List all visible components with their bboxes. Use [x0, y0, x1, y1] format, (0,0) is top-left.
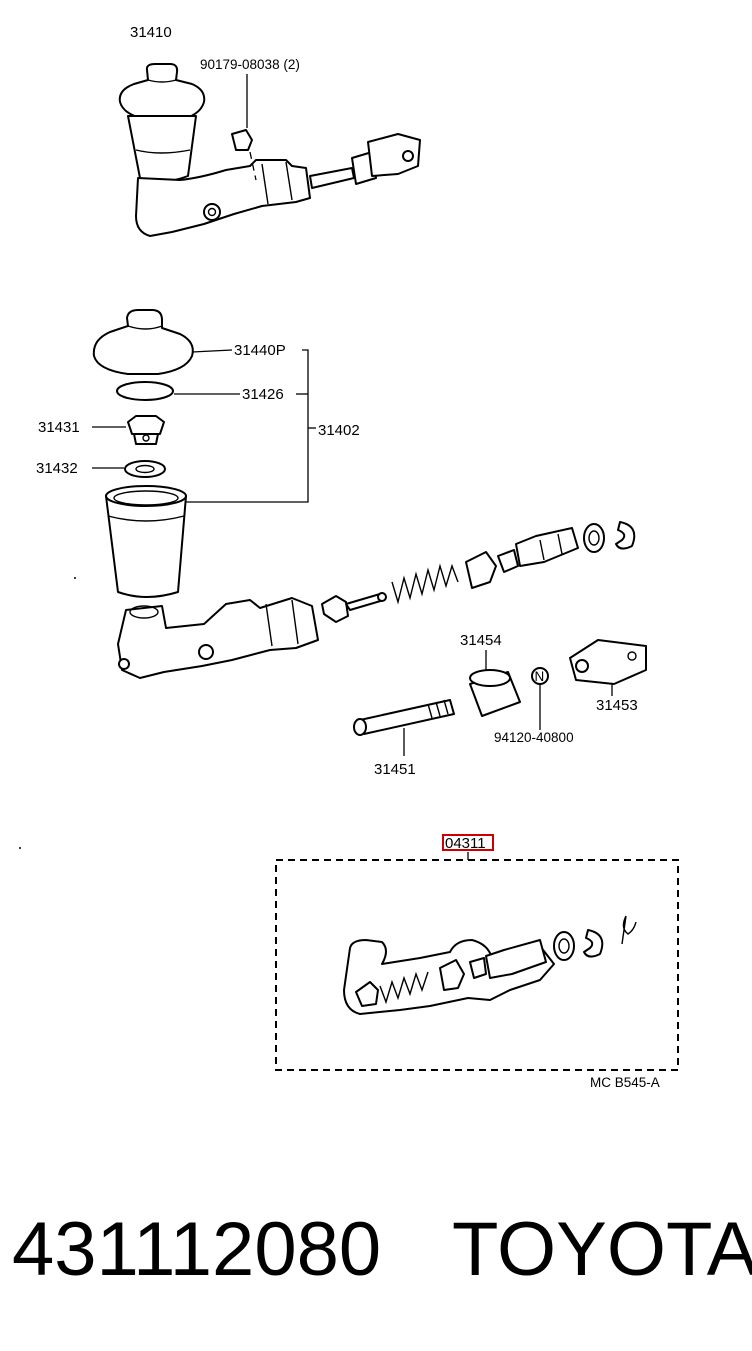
union-bolt: [127, 415, 165, 445]
clevis: [569, 639, 647, 685]
label-31402: 31402: [318, 422, 360, 439]
piston-parts: [321, 521, 636, 623]
label-31451: 31451: [374, 761, 416, 778]
reservoir-body: [105, 485, 187, 598]
label-31453: 31453: [596, 697, 638, 714]
note-n: N: [535, 669, 545, 684]
boot: [469, 669, 521, 717]
label-31440p: 31440P: [234, 342, 286, 359]
label-94120-40800: 94120-40800: [494, 730, 574, 745]
label-31431: 31431: [38, 419, 80, 436]
footer-part-number: 431112080: [12, 1207, 382, 1292]
cylinder-body: [117, 597, 319, 679]
push-rod: [353, 699, 455, 736]
kit-highlight-box: [442, 834, 494, 851]
label-04311: 04311: [445, 835, 486, 852]
master-cylinder-assembly: [118, 63, 421, 237]
label-31454: 31454: [460, 632, 502, 649]
footer-brand: TOYOTA: [452, 1207, 752, 1292]
label-90179-08038: 90179-08038 (2): [200, 57, 300, 72]
repair-kit-frame: [275, 859, 679, 1071]
gasket-washer: [124, 460, 166, 478]
label-31426: 31426: [242, 386, 284, 403]
reference-code: MC B545-A: [590, 1075, 660, 1090]
label-31432: 31432: [36, 460, 78, 477]
diaphragm: [116, 381, 174, 401]
repair-kit-contents: [343, 915, 637, 1015]
label-31410: 31410: [130, 24, 172, 41]
reservoir-cap: [92, 309, 194, 375]
